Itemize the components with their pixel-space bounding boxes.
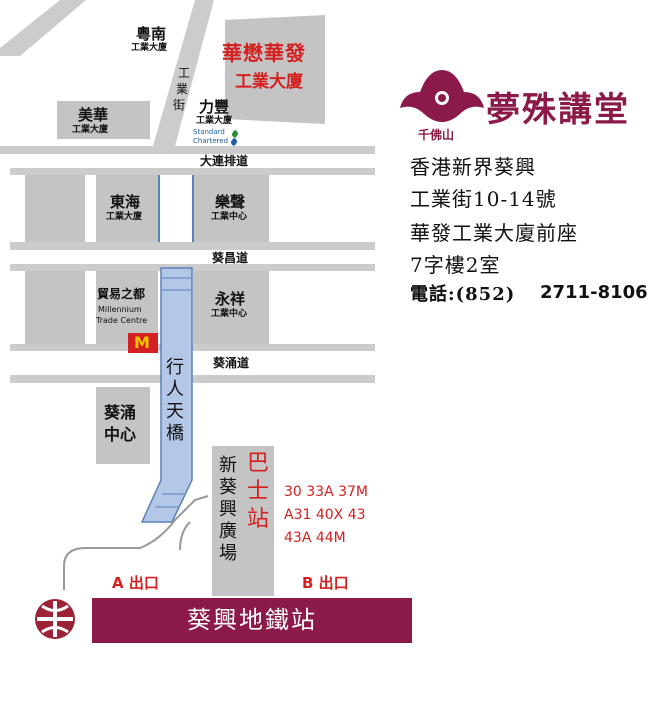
industrial-street-label-1: 工 [178,66,191,80]
lik-fung-label: 力豐 [199,98,230,116]
wing-cheung-block [193,271,269,344]
path-to-exit-a [63,495,209,590]
bus-routes-1: 30 33A 37M [284,484,368,500]
block-row2-left [25,271,85,344]
lok-shing-block [193,175,269,242]
millennium-zh-label: 貿易之都 [97,287,146,301]
kwai-chung-road-label: 葵涌道 [213,356,250,370]
logo-title: 夢殊講堂 [486,90,630,130]
logo-subtitle: 千佛山 [418,128,455,142]
footbridge-label-2: 人 [166,379,184,400]
wing-cheung-sub-label: 工業中心 [211,309,248,319]
address-line-2: 工業街10-14號 [410,187,557,211]
mcdonalds-sign [128,333,158,353]
station-name: 葵興地鐵站 [187,606,317,634]
roads-upper [0,0,375,154]
millennium-en-label-1: Millennium [98,305,142,314]
industrial-street-label-2: 業 [176,82,189,96]
address-line-1: 香港新界葵興 [410,155,536,179]
station-bar [92,598,412,643]
phone-number: 2711-8106 [540,282,648,303]
lotus-logo-icon [400,70,484,122]
yuet-nam-label: 粵南 [136,25,167,43]
plaza-label-3: 興 [219,499,237,520]
bus-routes-3: 43A 44M [284,530,346,546]
kwai-chung-centre-label-1: 葵涌 [104,403,137,422]
gap-row1 [160,175,192,242]
tung-hoi-block [96,175,158,242]
bus-station-label-3: 站 [247,507,270,532]
address-line-3: 華發工業大廈前座 [410,221,578,245]
industrial-street-label-3: 街 [173,98,186,112]
footbridge [140,267,193,523]
bus-station-label-2: 士 [247,479,270,504]
path-branch [179,521,191,551]
plaza-block [212,446,274,596]
wing-cheung-label: 永祥 [215,290,246,308]
lok-shing-label: 樂聲 [215,193,246,211]
address-line-4: 7字樓2室 [410,253,501,277]
kwai-chung-centre-block [96,387,150,464]
lik-fung-sub-label: 工業大廈 [196,116,233,126]
block-row1-left [25,175,85,242]
phone-label: 電話:(852) [410,284,516,305]
standard-chartered-label-1: Standard [193,128,225,136]
road-band-1 [10,168,375,175]
road-upper-left [0,0,86,56]
tai-lin-pai-road-label: 大連排道 [200,154,249,168]
mei-wah-label: 美華 [78,106,109,124]
footbridge-label-4: 橋 [166,423,184,444]
exit-b-label: B 出口 [302,574,349,592]
plaza-label-2: 葵 [219,477,237,498]
mtr-logo-icon [35,599,75,639]
road-tai-lin-pai-upper [0,146,375,154]
footbridge-label-1: 行 [166,357,184,378]
standard-chartered-label-2: Chartered [193,137,229,145]
wah-fat-block [225,15,325,124]
plaza-label-1: 新 [219,455,237,476]
road-band-2 [10,242,375,250]
footbridge-label-3: 天 [166,401,184,422]
millennium-block [96,271,158,344]
tung-hoi-label: 東海 [110,193,141,211]
wah-fat-sub-label: 工業大廈 [235,72,303,92]
kwai-chung-centre-label-2: 中心 [104,425,137,444]
millennium-en-label-2: Trade Centre [96,316,148,325]
bus-station-label-1: 巴 [247,451,270,476]
wah-fat-label: 華懋華發 [222,41,306,65]
lok-shing-sub-label: 工業中心 [211,212,248,222]
plaza-label-4: 廣 [219,521,237,542]
building-blocks [25,15,325,596]
plaza-label-5: 場 [219,543,237,564]
mei-wah-block [57,101,150,139]
mei-wah-sub-label: 工業大廈 [72,125,109,135]
yuet-nam-sub-label: 工業大廈 [131,43,168,53]
standard-chartered-icon [231,130,238,146]
bus-routes-2: A31 40X 43 [284,507,366,523]
road-industrial-street [153,0,214,146]
exit-a-label: A 出口 [112,574,159,592]
tung-hoi-sub-label: 工業大廈 [106,212,143,222]
kwai-cheong-road-label: 葵昌道 [212,251,249,265]
mcdonalds-logo: M [134,333,150,352]
